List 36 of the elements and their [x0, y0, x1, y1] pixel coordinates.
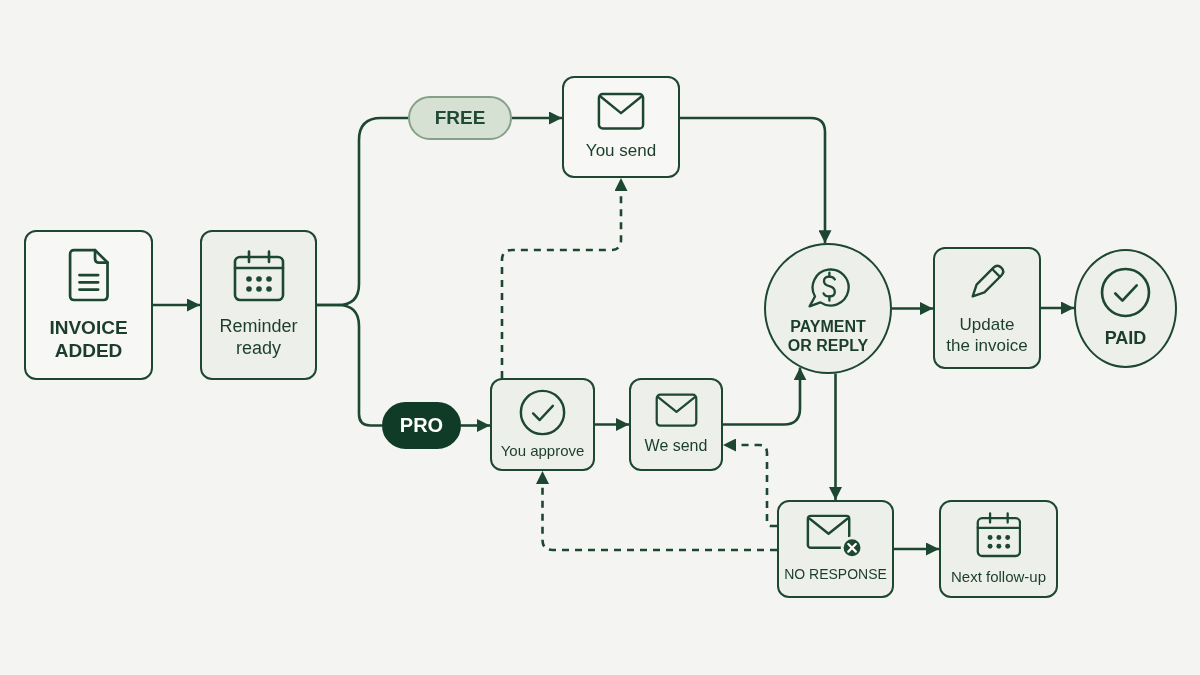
arrow [1041, 301, 1074, 315]
process-box [939, 500, 1058, 598]
arrow [829, 373, 842, 500]
arrow [461, 419, 490, 432]
node-label: PAID [1104, 328, 1147, 350]
node-label: You send [585, 140, 657, 162]
node-label: NO RESPONSE [784, 566, 887, 584]
connector-line [317, 303, 382, 427]
arrow [723, 367, 807, 426]
plan-pill [408, 96, 512, 140]
process-box [200, 230, 317, 380]
dashed-arrow [536, 471, 777, 552]
process-box [629, 378, 723, 471]
node-label: Update the invoice [945, 315, 1029, 357]
process-box [24, 230, 153, 380]
plan-label: PRO [399, 413, 444, 438]
node-label: You approve [500, 441, 585, 461]
dashed-arrow [500, 178, 628, 378]
node-label: Reminder ready [218, 316, 299, 360]
process-box [562, 76, 680, 178]
arrow [680, 116, 832, 244]
node-label: We send [644, 436, 708, 456]
node-label: PAYMENT OR REPLY [786, 316, 870, 356]
process-box [933, 247, 1041, 369]
plan-label: FREE [434, 106, 486, 130]
plan-pill [382, 402, 461, 449]
arrow [153, 298, 200, 312]
arrow [595, 418, 629, 431]
arrow [512, 111, 562, 125]
node-label: Next follow-up [950, 567, 1046, 586]
node-label: INVOICE ADDED [48, 315, 129, 363]
arrow [894, 542, 939, 556]
dashed-arrow [723, 438, 777, 528]
process-box [490, 378, 595, 471]
process-box [777, 500, 894, 598]
arrow [892, 302, 933, 315]
